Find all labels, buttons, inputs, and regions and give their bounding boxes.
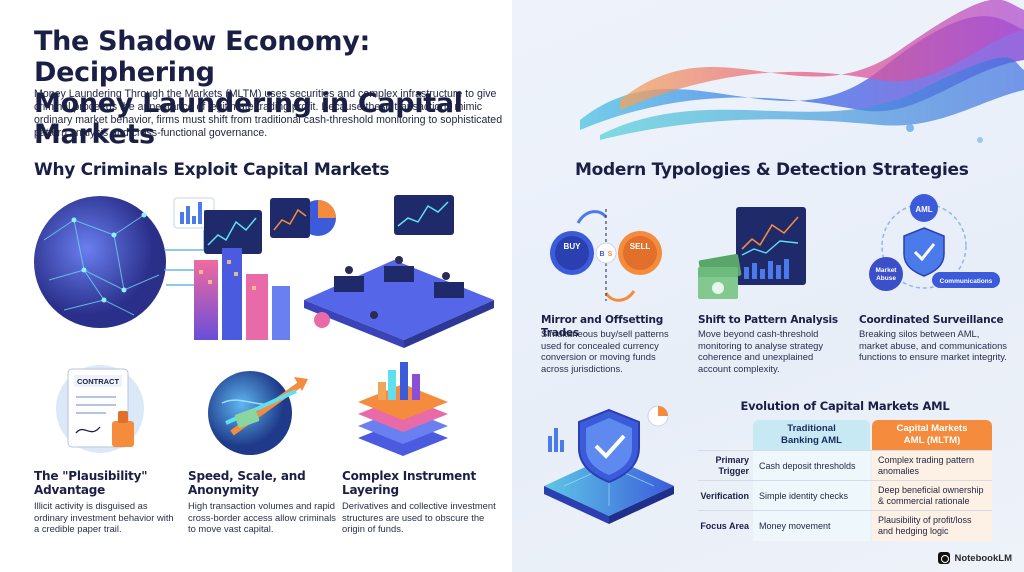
row-traditional-cell: Money movement <box>753 511 870 541</box>
row-label: Focus Area <box>700 520 749 531</box>
intro-paragraph: Money Laundering Through the Markets (ML… <box>34 88 503 139</box>
sell-label: SELL <box>630 242 651 251</box>
buy-label: BUY <box>564 242 582 251</box>
node-market-abuse-label-2: Abuse <box>876 275 896 282</box>
pattern-analysis-icon <box>698 207 806 299</box>
strategy-surveillance-text: Breaking silos between AML, market abuse… <box>859 328 1007 362</box>
node-aml-label: AML <box>915 205 932 214</box>
shield-platform-icon <box>544 405 674 524</box>
card-plausibility-title: The "Plausibility" Advantage <box>34 469 184 497</box>
table-row: Verification Simple identity checks Deep… <box>698 480 992 511</box>
card-plausibility-title-line1: The "Plausibility" <box>34 469 148 483</box>
strategy-pattern-title: Shift to Pattern Analysis <box>698 314 838 326</box>
card-layering-text: Derivatives and collective investment st… <box>342 500 496 534</box>
wave-decoration <box>580 0 1024 143</box>
coordinated-surveillance-icon: AML Market Abuse Communications <box>869 194 1000 291</box>
card-layering-title: Complex Instrument Layering <box>342 469 492 497</box>
capital-markets-illustration <box>34 195 494 348</box>
strategy-pattern-text: Move beyond cash-threshold monitoring to… <box>698 328 824 374</box>
buy-sell-icon: BUY SELL B S <box>550 209 662 302</box>
layering-icon <box>358 362 448 456</box>
card-speed-title-line1: Speed, Scale, and <box>188 469 306 483</box>
row-label: Verification <box>700 490 749 501</box>
contract-icon: CONTRACT <box>56 365 144 453</box>
page-title: The Shadow Economy: Deciphering Money La… <box>34 26 554 150</box>
row-traditional-cell: Cash deposit thresholds <box>753 451 870 481</box>
strategy-mirror-text: Simultaneous buy/sell patterns used for … <box>541 328 669 374</box>
aml-comparison-table: Traditional Banking AML Capital Markets … <box>698 420 992 541</box>
row-capital-cell: Complex trading pattern anomalies <box>872 451 992 481</box>
card-layering-title-line2: Layering <box>342 483 399 497</box>
left-section-heading: Why Criminals Exploit Capital Markets <box>34 160 390 180</box>
table-header-capital-markets-text: Capital Markets AML (MLTM) <box>896 423 968 446</box>
globe-speed-icon <box>208 371 308 455</box>
card-plausibility-text: Illicit activity is disguised as ordinar… <box>34 500 174 534</box>
s-label: S <box>608 251 613 258</box>
card-plausibility-title-line2: Advantage <box>34 483 106 497</box>
node-communications-label: Communications <box>940 278 993 285</box>
table-header-traditional-text: Traditional Banking AML <box>781 423 842 446</box>
table-title: Evolution of Capital Markets AML <box>740 399 950 413</box>
table-row: Focus Area Money movement Plausibility o… <box>698 510 992 541</box>
node-market-abuse-label-1: Market <box>876 267 898 274</box>
table-header-capital-markets: Capital Markets AML (MLTM) <box>872 420 992 450</box>
row-traditional-cell: Simple identity checks <box>753 481 870 511</box>
brand-label: NotebookLM <box>954 552 1012 564</box>
right-section-heading: Modern Typologies & Detection Strategies <box>575 160 969 180</box>
card-layering-title-line1: Complex Instrument <box>342 469 476 483</box>
notebooklm-logo-icon <box>938 552 951 564</box>
table-header-traditional: Traditional Banking AML <box>753 420 870 450</box>
card-speed-text: High transaction volumes and rapid cross… <box>188 500 336 534</box>
contract-label: CONTRACT <box>77 377 119 386</box>
strategy-mirror-title: Mirror and Offsetting Trades <box>541 314 664 339</box>
card-speed-title-line2: Anonymity <box>188 483 259 497</box>
row-capital-cell: Plausibility of profit/loss and hedging … <box>872 511 992 541</box>
title-line-1: The Shadow Economy: Deciphering <box>34 26 371 88</box>
table-row: Primary Trigger Cash deposit thresholds … <box>698 450 992 481</box>
b-label: B <box>599 251 604 258</box>
title-line-2: Money Laundering in Capital Markets <box>34 88 463 150</box>
row-capital-cell: Deep beneficial ownership & commercial r… <box>872 481 992 511</box>
card-speed-title: Speed, Scale, and Anonymity <box>188 469 338 497</box>
strategy-surveillance-title: Coordinated Surveillance <box>859 314 1004 326</box>
notebooklm-brand: NotebookLM <box>938 552 1012 564</box>
row-label: Primary Trigger <box>715 455 749 476</box>
